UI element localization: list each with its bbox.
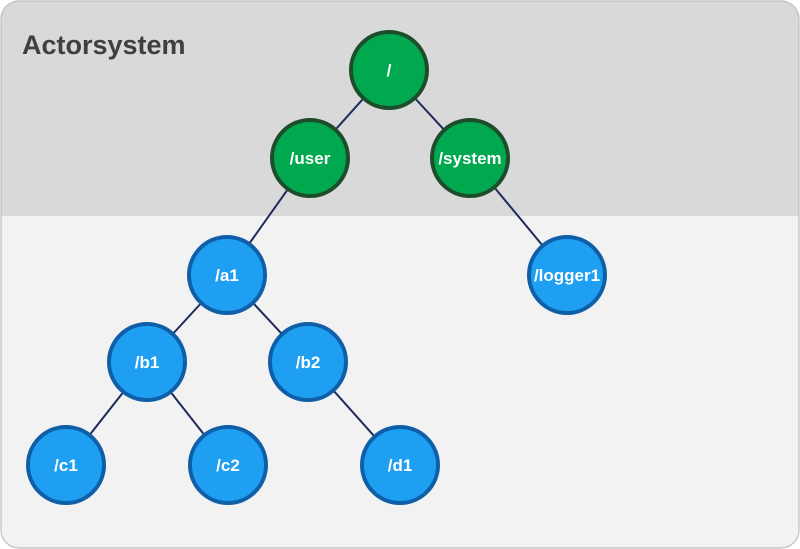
node-circle-b1 bbox=[107, 322, 187, 402]
node-circle-c1 bbox=[26, 425, 106, 505]
node-label-logger1: /logger1 bbox=[534, 266, 600, 285]
node-c2: /c2 bbox=[188, 425, 268, 505]
node-root: / bbox=[349, 30, 429, 110]
node-label-user: /user bbox=[290, 149, 331, 168]
node-label-system: /system bbox=[438, 149, 501, 168]
node-user: /user bbox=[270, 118, 350, 198]
node-label-c1: /c1 bbox=[54, 456, 78, 475]
node-label-d1: /d1 bbox=[388, 456, 413, 475]
node-system: /system bbox=[430, 118, 510, 198]
node-label-c2: /c2 bbox=[216, 456, 240, 475]
node-b2: /b2 bbox=[268, 322, 348, 402]
node-logger1: /logger1 bbox=[527, 235, 607, 315]
node-label-b2: /b2 bbox=[296, 353, 321, 372]
node-circle-d1 bbox=[360, 425, 440, 505]
node-b1: /b1 bbox=[107, 322, 187, 402]
node-circle-a1 bbox=[187, 235, 267, 315]
node-label-b1: /b1 bbox=[135, 353, 160, 372]
nodes: / /user/system/a1/logger1/b1/b2/c1/c2/d1 bbox=[26, 30, 607, 505]
node-a1: /a1 bbox=[187, 235, 267, 315]
node-circle-b2 bbox=[268, 322, 348, 402]
node-c1: /c1 bbox=[26, 425, 106, 505]
node-circle-user bbox=[270, 118, 350, 198]
node-d1: /d1 bbox=[360, 425, 440, 505]
node-label-a1: /a1 bbox=[215, 266, 239, 285]
diagram-title: Actorsystem bbox=[22, 30, 186, 60]
node-circle-logger1 bbox=[527, 235, 607, 315]
node-circle-system bbox=[430, 118, 510, 198]
node-circle-root bbox=[349, 30, 429, 110]
node-circle-c2 bbox=[188, 425, 268, 505]
node-label-root: / bbox=[387, 61, 392, 80]
